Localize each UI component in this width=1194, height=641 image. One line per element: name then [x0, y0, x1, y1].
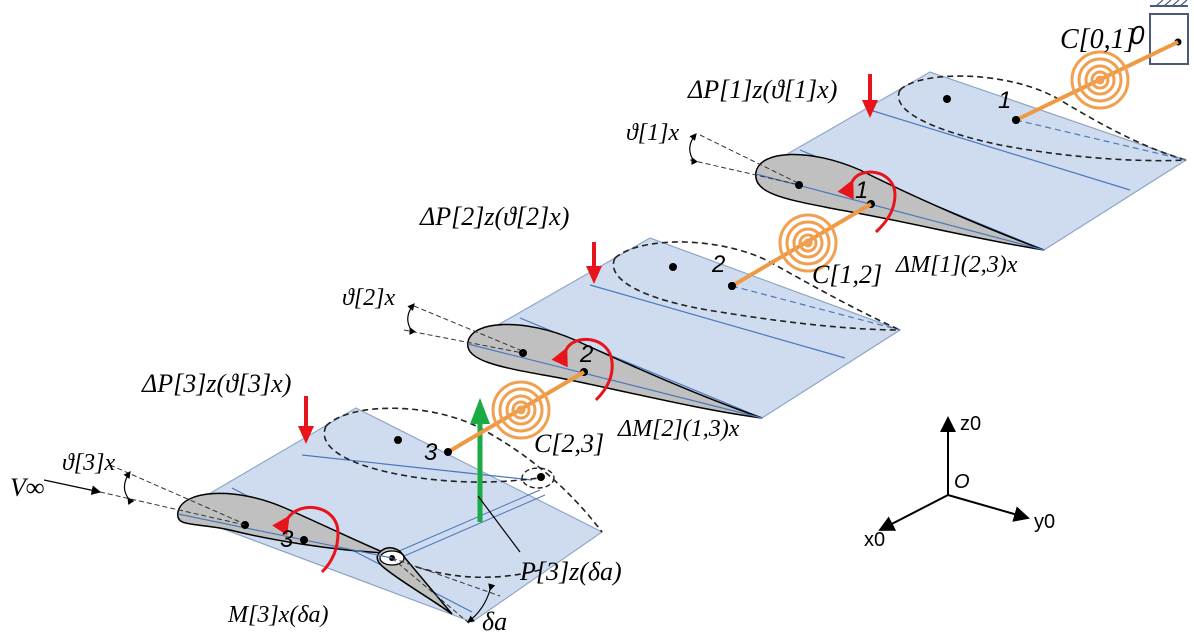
segment-1-angle-label: ϑ[1]x: [626, 120, 679, 146]
spring-label-0-1: C[0,1]: [1060, 24, 1135, 55]
wing-segment-3: [99, 396, 604, 625]
root-node-label: 0: [1130, 20, 1145, 50]
segment-3-rod-number: 3: [424, 439, 438, 466]
spring-label-2-3: C[2,3]: [534, 429, 604, 458]
segment-3-number: 3: [280, 526, 294, 553]
coordinate-axes: [878, 416, 1030, 531]
axis-x-label: x0: [864, 529, 885, 551]
root-wall: [1149, 0, 1189, 65]
segment-1-number: 1: [855, 177, 868, 204]
segment-1-rod-number: 1: [998, 87, 1011, 114]
segment-2-rod-number: 2: [711, 251, 725, 278]
spring-icon: [491, 50, 1130, 440]
axis-z-label: z0: [960, 413, 981, 435]
wing-segment-2: [403, 237, 902, 419]
segment-3-moment-label: M[3]x(δa): [227, 602, 328, 628]
freestream-label: V∞: [10, 473, 44, 502]
spring-label-1-2: C[1,2]: [812, 260, 882, 289]
segment-1-moment-label: ΔM[1](2,3)x: [895, 252, 1018, 278]
segment-3-force-label: ΔP[3]z(ϑ[3]x): [141, 369, 291, 398]
freestream-arrow: [43, 479, 102, 495]
segment-2-force-label: ΔP[2]z(ϑ[2]x): [419, 202, 569, 231]
segment-1-force-label: ΔP[1]z(ϑ[1]x): [687, 75, 837, 104]
segment-3-angle-label: ϑ[3]x: [62, 450, 115, 476]
segment-2-moment-label: ΔM[2](1,3)x: [617, 416, 740, 442]
segment-2-number: 2: [579, 341, 593, 368]
axis-origin-label: O: [954, 471, 970, 493]
flap-angle-label: δa: [482, 607, 507, 636]
control-force-label: P[3]z(δa): [519, 557, 622, 586]
segment-2-angle-label: ϑ[2]x: [342, 285, 395, 311]
axis-y-label: y0: [1034, 511, 1055, 533]
wing-segment-1: [689, 71, 1188, 251]
